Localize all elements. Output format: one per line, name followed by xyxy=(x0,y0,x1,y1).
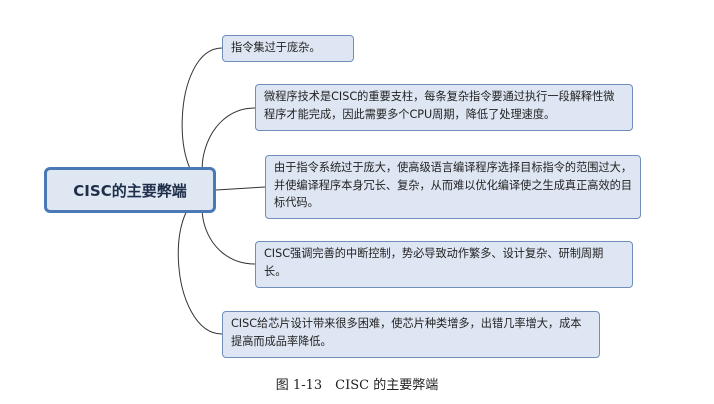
connector-leaf-2 xyxy=(215,186,266,191)
leaf-node-text: 指令集过于庞杂。 xyxy=(231,41,321,54)
leaf-node-microprogram: 微程序技术是CISC的重要支柱，每条复杂指令要通过执行一段解释性微程序才能完成，… xyxy=(255,84,633,131)
leaf-node-compiler: 由于指令系统过于庞大，使高级语言编译程序选择目标指令的范围过大，并使编译程序本身… xyxy=(265,155,641,219)
leaf-node-complex-instruction-set: 指令集过于庞杂。 xyxy=(222,35,354,62)
leaf-node-text: CISC强调完善的中断控制，势必导致动作繁多、设计复杂、研制周期长。 xyxy=(264,247,604,278)
leaf-node-text: CISC给芯片设计带来很多困难，使芯片种类增多，出错几率增大，成本提高而成品率降… xyxy=(231,317,582,348)
root-node: CISC的主要弊端 xyxy=(44,167,216,213)
leaf-node-text: 由于指令系统过于庞大，使高级语言编译程序选择目标指令的范围过大，并使编译程序本身… xyxy=(274,161,633,209)
leaf-node-chip-design: CISC给芯片设计带来很多困难，使芯片种类增多，出错几率增大，成本提高而成品率降… xyxy=(222,311,600,358)
leaf-node-text: 微程序技术是CISC的重要支柱，每条复杂指令要通过执行一段解释性微程序才能完成，… xyxy=(264,90,615,121)
leaf-node-interrupt-control: CISC强调完善的中断控制，势必导致动作繁多、设计复杂、研制周期长。 xyxy=(255,241,633,288)
figure-caption: 图 1-13 CISC 的主要弊端 xyxy=(275,378,439,393)
root-node-label: CISC的主要弊端 xyxy=(73,181,187,200)
